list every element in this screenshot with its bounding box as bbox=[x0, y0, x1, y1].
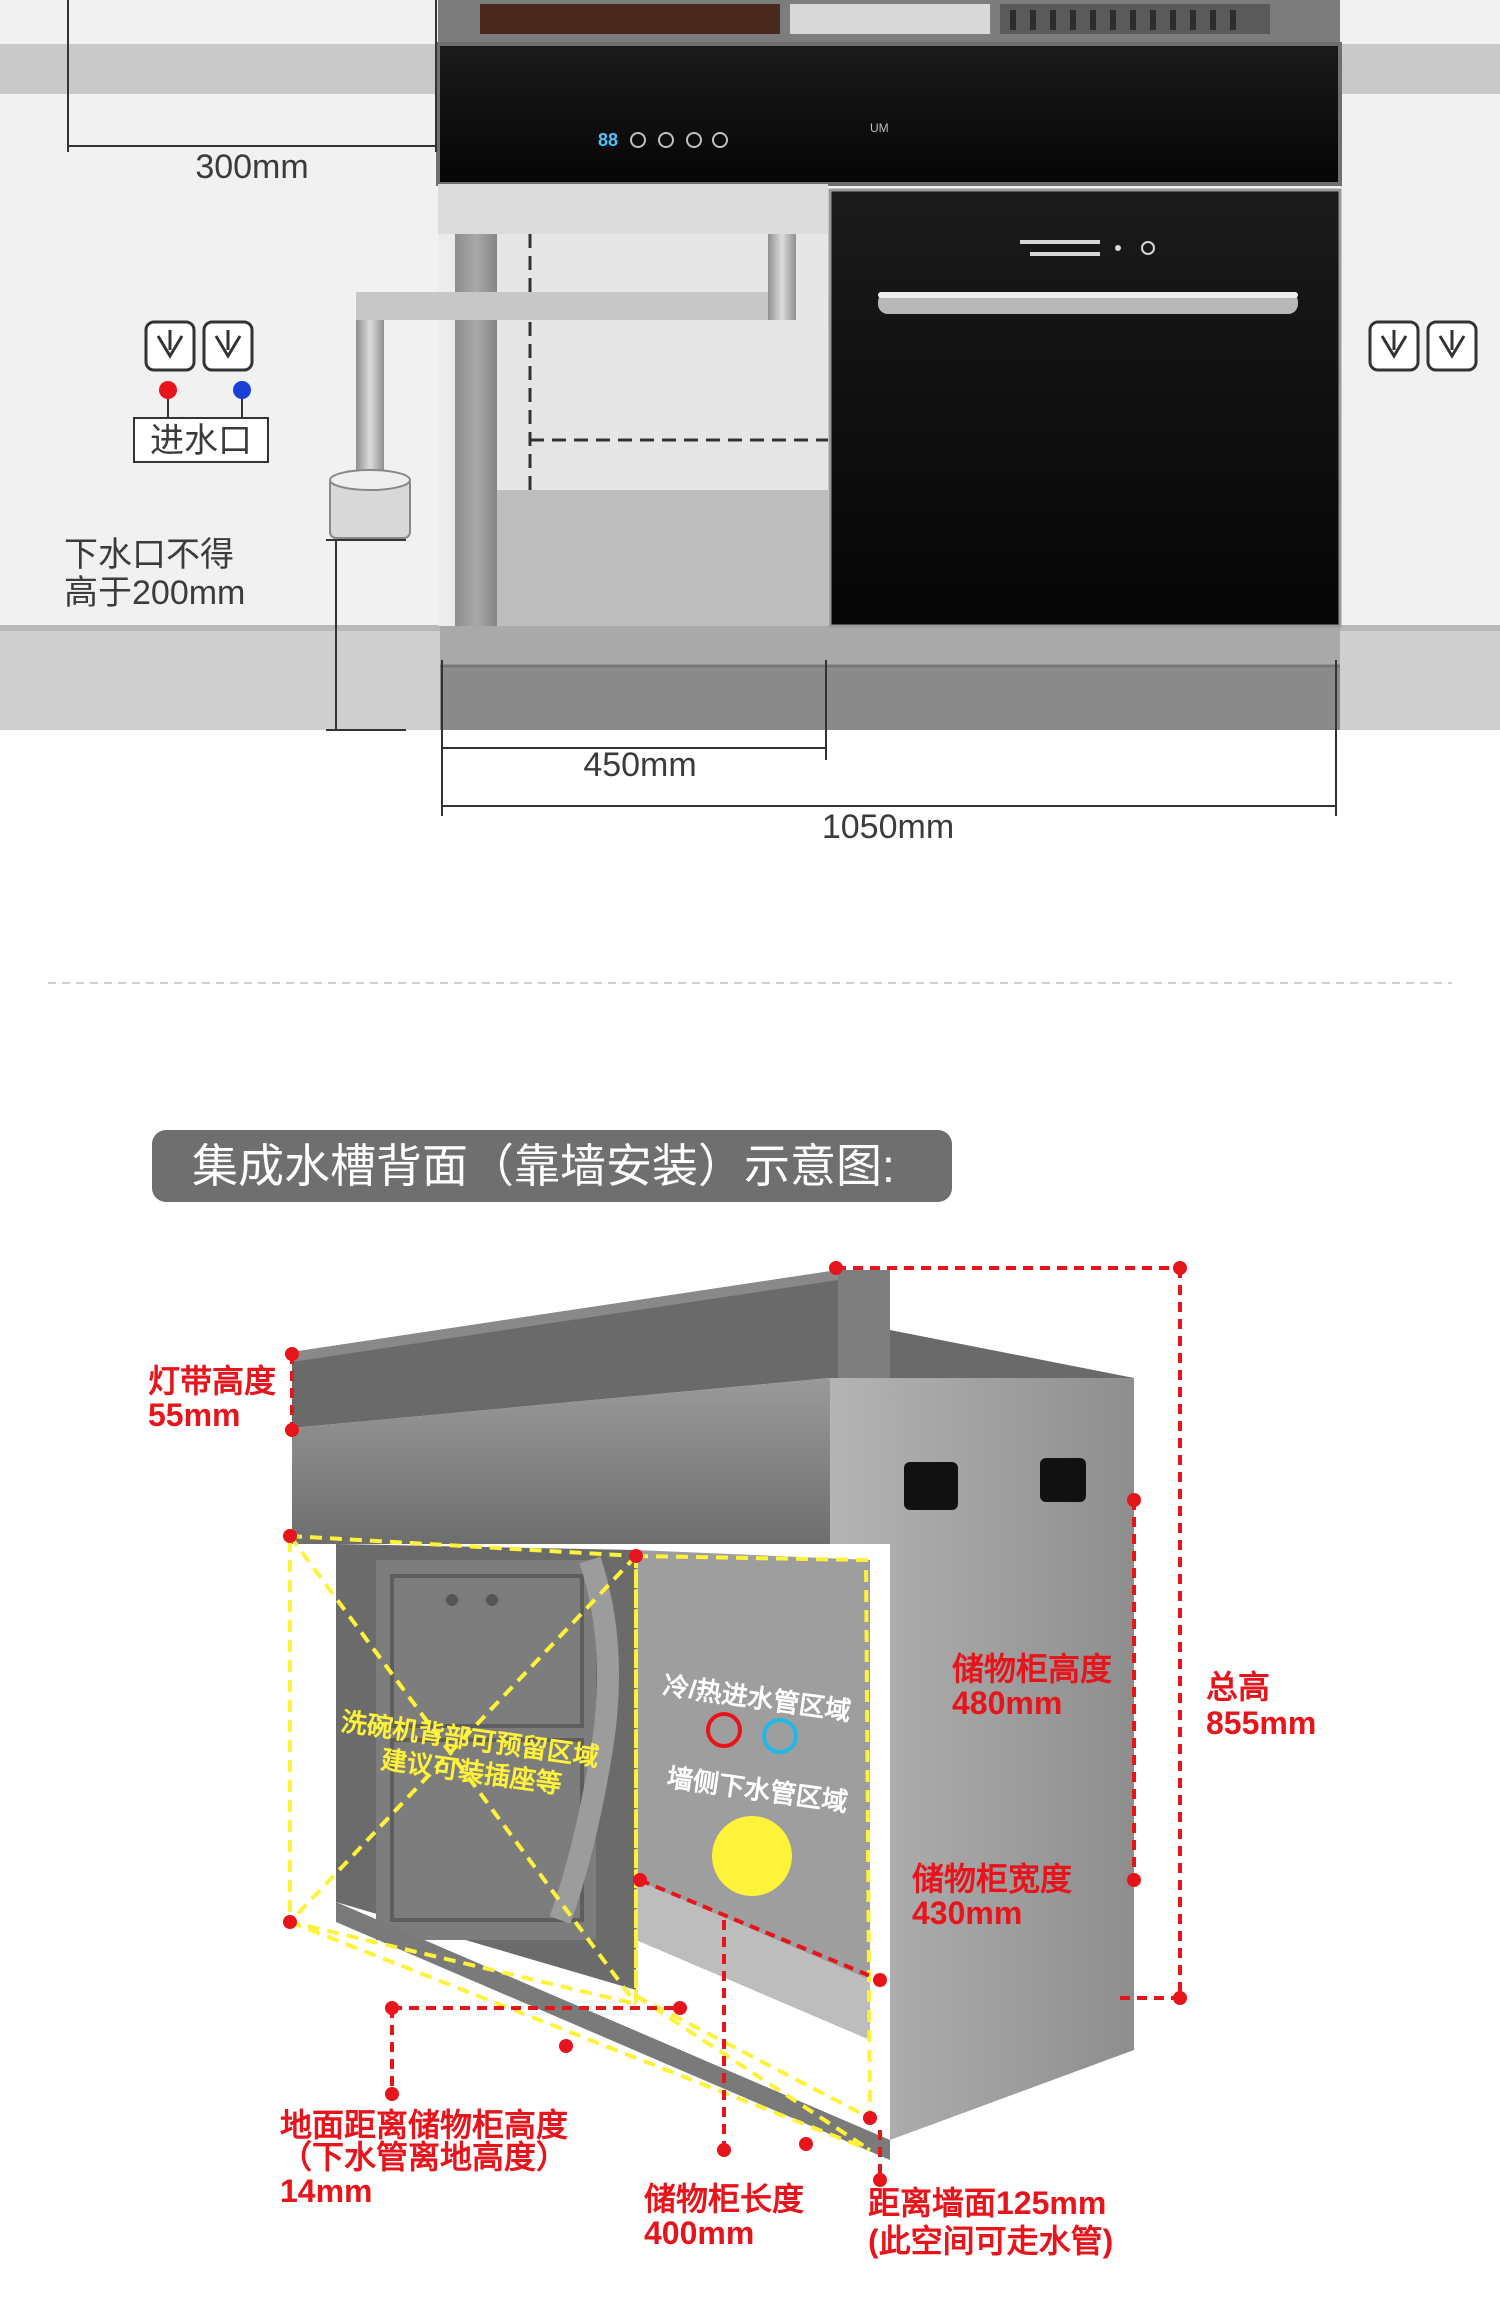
dishwasher-indicator-lights bbox=[1020, 240, 1155, 256]
storage-cabinet-interior bbox=[636, 1550, 870, 1980]
cabinet-plinth bbox=[440, 626, 1340, 666]
drain-pipe-marker bbox=[712, 1816, 792, 1896]
countertop-band-right bbox=[1340, 44, 1500, 94]
side-vent-left bbox=[904, 1462, 958, 1510]
drain-note-line2: 高于200mm bbox=[64, 574, 245, 612]
rear-countertop bbox=[292, 1270, 1134, 1428]
dim-300-line bbox=[67, 0, 437, 152]
banner-title: 集成水槽背面（靠墙安装）示意图: bbox=[192, 1140, 895, 1192]
rear-back-panel bbox=[292, 1378, 830, 1544]
inlet-label-box bbox=[133, 417, 269, 463]
control-panel bbox=[438, 44, 1340, 184]
side-vent-right bbox=[1040, 1458, 1086, 1502]
dim-1050-line bbox=[441, 660, 1337, 816]
dishwasher-space-outline bbox=[528, 234, 828, 490]
dishwasher-hose bbox=[549, 1556, 619, 1924]
floor bbox=[0, 730, 1500, 960]
light-strip-value: 55mm bbox=[148, 1397, 241, 1433]
inlet-socket-right bbox=[202, 320, 254, 372]
cabinet-length-value: 400mm bbox=[644, 2215, 754, 2251]
cabinet-width-value: 430mm bbox=[912, 1895, 1022, 1931]
wall-socket-right-1 bbox=[1368, 320, 1420, 372]
cutting-board bbox=[480, 4, 780, 34]
dim-1050-label: 1050mm bbox=[822, 808, 954, 846]
light-strip-title: 灯带高度 bbox=[148, 1363, 276, 1399]
rear-view-section: 灯带高度 55mm 储物柜高度 480mm 总高 855mm 储物柜宽度 430… bbox=[148, 1261, 1316, 2259]
floor-height-line1: 地面距离储物柜高度 bbox=[280, 2107, 568, 2143]
drain-pipe bbox=[329, 234, 796, 539]
hot-pipe-marker bbox=[706, 1712, 742, 1748]
dim-450-label: 450mm bbox=[583, 746, 696, 784]
drain-note-line1: 下水口不得 bbox=[64, 536, 234, 574]
hot-water-dot bbox=[159, 381, 177, 399]
red-dimension-lines bbox=[290, 1266, 1182, 2180]
cold-water-dot bbox=[233, 381, 251, 399]
brand-mark: UM bbox=[870, 121, 889, 135]
panel-display: 88 bbox=[598, 130, 618, 150]
cold-pipe-marker bbox=[762, 1718, 798, 1754]
panel-buttons bbox=[630, 132, 728, 148]
drain-height-dim bbox=[326, 539, 406, 731]
inlet-label: 进水口 bbox=[150, 422, 252, 460]
dim-450-line bbox=[441, 660, 827, 760]
front-installation-section: 88 UM bbox=[0, 0, 1500, 960]
floor-height-value: 14mm bbox=[280, 2173, 373, 2209]
red-dimension-dots bbox=[283, 1261, 1187, 2187]
cabinet-height-title: 储物柜高度 bbox=[952, 1651, 1112, 1687]
rear-view-banner: 集成水槽背面（靠墙安装）示意图: bbox=[152, 1130, 952, 1202]
total-height-value: 855mm bbox=[1206, 1705, 1316, 1741]
wall-distance-line2: (此空间可走水管) bbox=[868, 2223, 1113, 2259]
cabinet-height-value: 480mm bbox=[952, 1685, 1062, 1721]
floor-height-line2: （下水管离地高度） bbox=[280, 2139, 568, 2175]
cabinet-width-title: 储物柜宽度 bbox=[912, 1861, 1072, 1897]
dishwasher-door bbox=[830, 190, 1340, 626]
inlet-socket-left bbox=[144, 320, 196, 372]
wall-socket-right-2 bbox=[1426, 320, 1478, 372]
countertop-band bbox=[0, 44, 440, 94]
cabinet-length-title: 储物柜长度 bbox=[644, 2181, 804, 2217]
wall-distance-line1: 距离墙面125mm bbox=[868, 2185, 1106, 2221]
rear-side-panel bbox=[830, 1378, 1134, 2140]
total-height-title: 总高 bbox=[1206, 1669, 1270, 1705]
dim-300-label: 300mm bbox=[195, 148, 308, 186]
